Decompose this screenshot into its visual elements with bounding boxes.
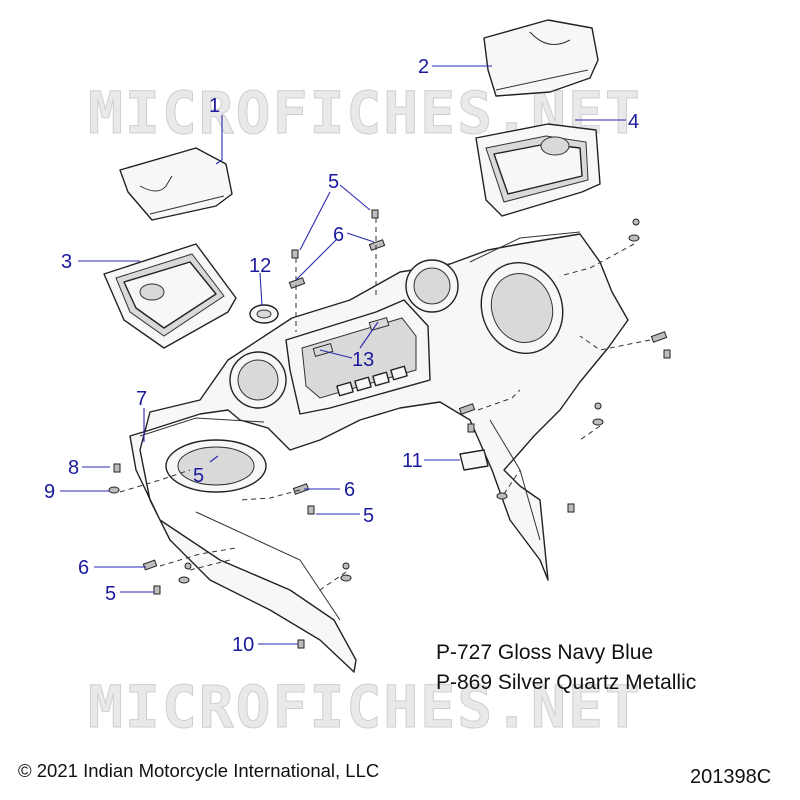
callout-7: 7 xyxy=(136,388,147,410)
callout-4: 4 xyxy=(628,111,639,133)
figure-number: 201398C xyxy=(690,766,771,788)
watermark-bottom: MICROFICHES.NET xyxy=(88,673,642,741)
callout-5-top: 5 xyxy=(328,171,339,193)
part-12-grommet xyxy=(249,304,279,324)
part-11-clip xyxy=(459,449,489,471)
color-note-navy: P-727 Gloss Navy Blue xyxy=(436,641,653,664)
callout-6-mid: 6 xyxy=(344,479,355,501)
callout-5-low: 5 xyxy=(105,583,116,605)
callout-5-mid: 5 xyxy=(363,505,374,527)
leader-lines xyxy=(60,65,626,645)
callout-5-speaker: 5 xyxy=(193,465,204,487)
color-note-silver: P-869 Silver Quartz Metallic xyxy=(436,671,696,694)
callout-13: 13 xyxy=(352,349,374,371)
callout-10: 10 xyxy=(232,634,254,656)
callout-3: 3 xyxy=(61,251,72,273)
callout-12: 12 xyxy=(249,255,271,277)
hardware-fasteners xyxy=(108,209,671,649)
callout-9: 9 xyxy=(44,481,55,503)
part-2-cover-right xyxy=(483,19,599,97)
callout-2: 2 xyxy=(418,56,429,78)
callout-1: 1 xyxy=(209,95,220,117)
callout-6-low: 6 xyxy=(78,557,89,579)
part-1-cover-left xyxy=(119,147,233,221)
inner-fairing-main xyxy=(129,231,629,673)
callout-labels: 1 2 3 4 5 6 12 13 7 8 9 5 6 5 11 6 5 10 xyxy=(44,56,639,656)
copyright-text: © 2021 Indian Motorcycle International, … xyxy=(18,760,379,781)
part-4-bezel-right xyxy=(475,123,601,217)
assembly-dashed-lines xyxy=(119,218,651,591)
part-3-bezel-left xyxy=(103,243,237,349)
callout-6-top: 6 xyxy=(333,224,344,246)
callout-8: 8 xyxy=(68,457,79,479)
callout-11: 11 xyxy=(402,450,423,472)
